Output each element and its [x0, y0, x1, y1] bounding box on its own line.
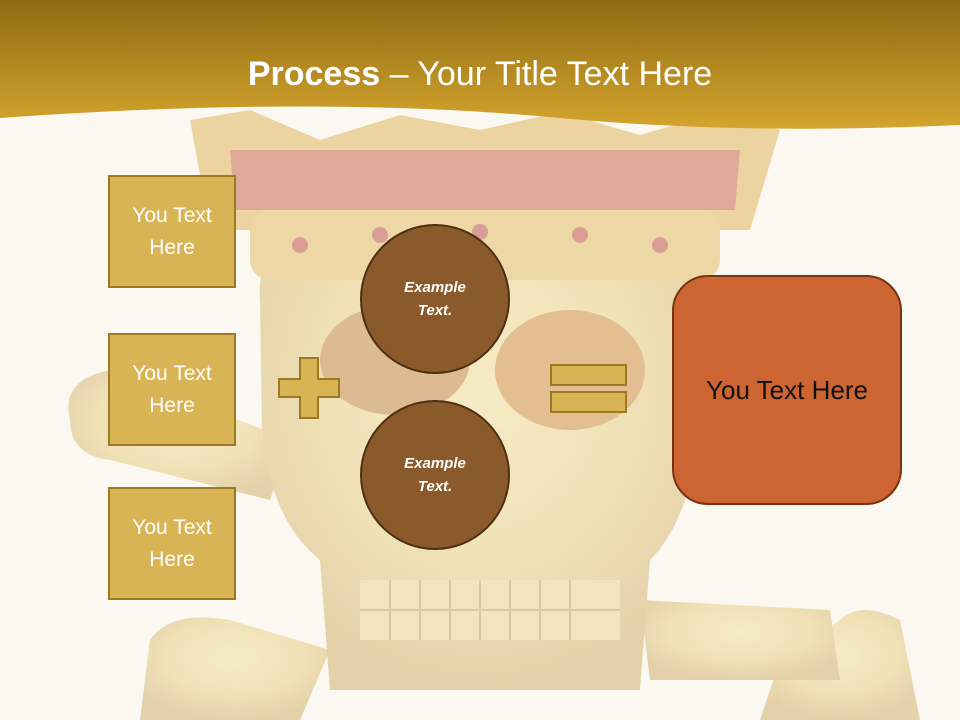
- slide-title: Process – Your Title Text Here: [0, 52, 960, 96]
- result-box: You Text Here: [672, 275, 902, 505]
- example-circle-1: Example Text.: [360, 224, 510, 374]
- equals-bar-top: [550, 364, 627, 386]
- example-circle-2: Example Text.: [360, 400, 510, 550]
- equals-bar-bottom: [550, 391, 627, 413]
- text-box-2: You Text Here: [108, 333, 236, 446]
- title-rest: – Your Title Text Here: [380, 55, 713, 93]
- text-box-3: You Text Here: [108, 487, 236, 600]
- title-bold: Process: [247, 55, 381, 93]
- text-box-1: You Text Here: [108, 175, 236, 288]
- plus-icon: [278, 357, 340, 419]
- header-banner: [0, 0, 960, 129]
